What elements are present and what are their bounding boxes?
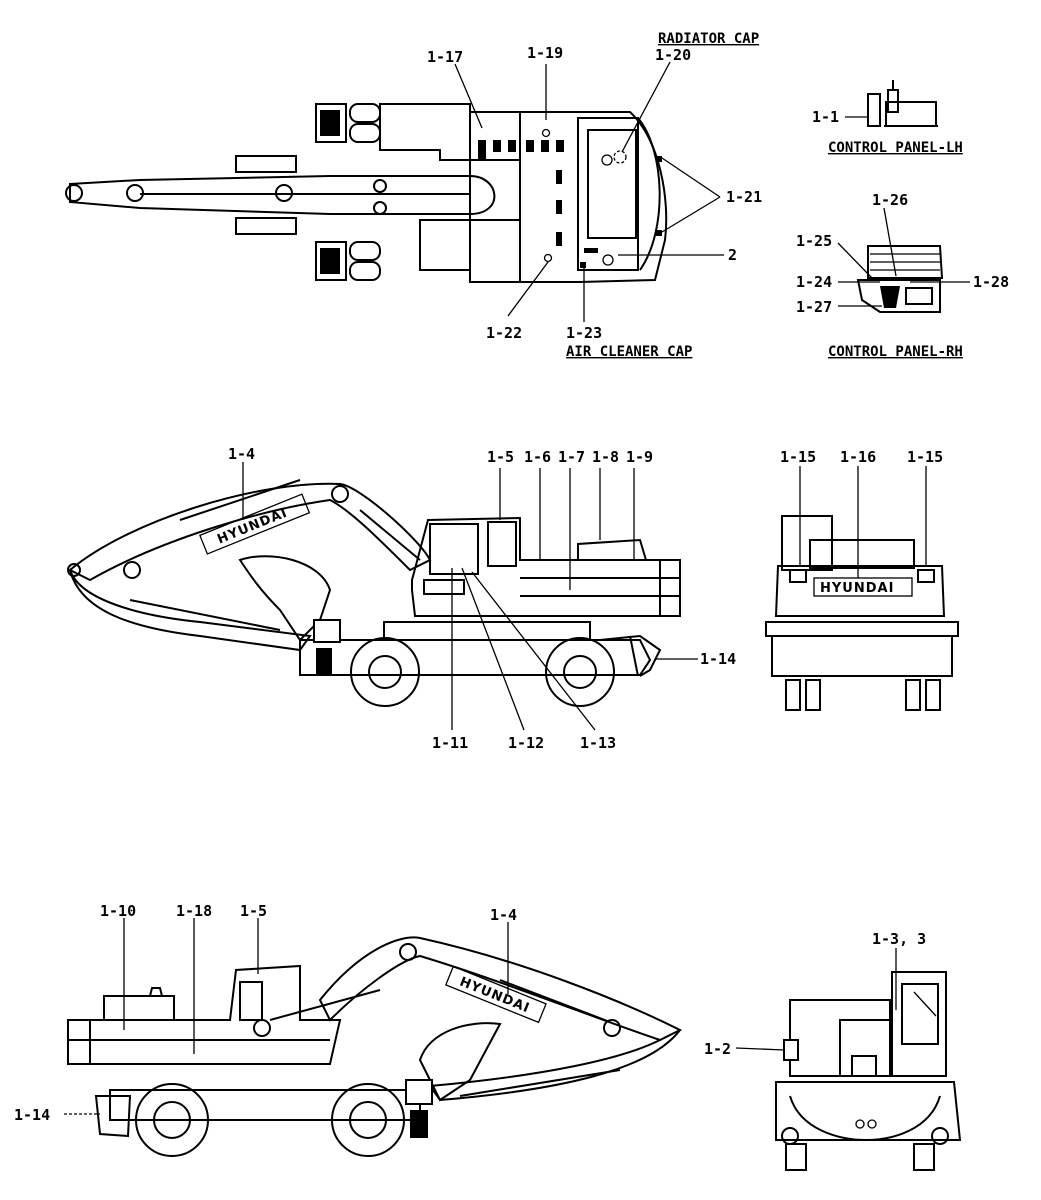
- label-1-28: 1-28: [973, 273, 1009, 291]
- right-side-view-drawing: HYUNDAI: [67, 936, 683, 1157]
- label-1-27: 1-27: [796, 298, 832, 316]
- label-1-15-a: 1-15: [780, 448, 816, 466]
- control-panel-rh-caption: CONTROL PANEL-RH: [828, 344, 963, 360]
- front-view-drawing: [775, 971, 962, 1171]
- label-1-26: 1-26: [872, 191, 908, 209]
- label-1-15-b: 1-15: [907, 448, 943, 466]
- left-side-view-drawing: HYUNDAI: [67, 479, 681, 707]
- label-1-1: 1-1: [812, 108, 839, 126]
- label-1-25: 1-25: [796, 232, 832, 250]
- label-1-8: 1-8: [592, 448, 619, 466]
- label-1-18: 1-18: [176, 902, 212, 920]
- label-1-12: 1-12: [508, 734, 544, 752]
- rear-view-leaders: [799, 466, 927, 578]
- label-1-7: 1-7: [558, 448, 585, 466]
- control-panel-lh-drawing: [845, 80, 938, 127]
- label-1-2: 1-2: [704, 1040, 731, 1058]
- label-1-21: 1-21: [726, 188, 762, 206]
- label-1-16: 1-16: [840, 448, 876, 466]
- label-1-24: 1-24: [796, 273, 832, 291]
- label-1-4-right: 1-4: [490, 906, 517, 924]
- label-1-5-right: 1-5: [240, 902, 267, 920]
- front-view-leaders: [735, 948, 897, 1051]
- label-1-4-left: 1-4: [228, 445, 255, 463]
- right-side-view-leaders: [64, 918, 509, 1115]
- radiator-cap-caption: RADIATOR CAP: [658, 31, 759, 47]
- air-cleaner-cap-caption: AIR CLEANER CAP: [566, 344, 692, 360]
- label-1-14-left: 1-14: [700, 650, 736, 668]
- label-1-9: 1-9: [626, 448, 653, 466]
- label-1-20: 1-20: [655, 46, 691, 64]
- top-view-drawing: [65, 103, 668, 283]
- label-1-11: 1-11: [432, 734, 468, 752]
- label-2: 2: [728, 246, 737, 264]
- left-side-view-leaders: [242, 462, 698, 731]
- rear-view-drawing: HYUNDAI: [765, 515, 959, 711]
- label-1-3-3: 1-3, 3: [872, 930, 926, 948]
- control-panel-lh-caption: CONTROL PANEL-LH: [828, 140, 963, 156]
- control-panel-rh-drawing: [837, 207, 970, 313]
- top-view-leaders: [454, 61, 724, 322]
- label-1-6: 1-6: [524, 448, 551, 466]
- rear-counterweight-decal: HYUNDAI: [820, 581, 894, 596]
- label-1-19: 1-19: [527, 44, 563, 62]
- label-1-23: 1-23: [566, 324, 602, 342]
- label-1-14-right: 1-14: [14, 1106, 50, 1124]
- label-1-22: 1-22: [486, 324, 522, 342]
- label-1-17: 1-17: [427, 48, 463, 66]
- label-1-13: 1-13: [580, 734, 616, 752]
- left-boom-decal: HYUNDAI: [215, 506, 290, 548]
- label-1-5-left: 1-5: [487, 448, 514, 466]
- label-1-10: 1-10: [100, 902, 136, 920]
